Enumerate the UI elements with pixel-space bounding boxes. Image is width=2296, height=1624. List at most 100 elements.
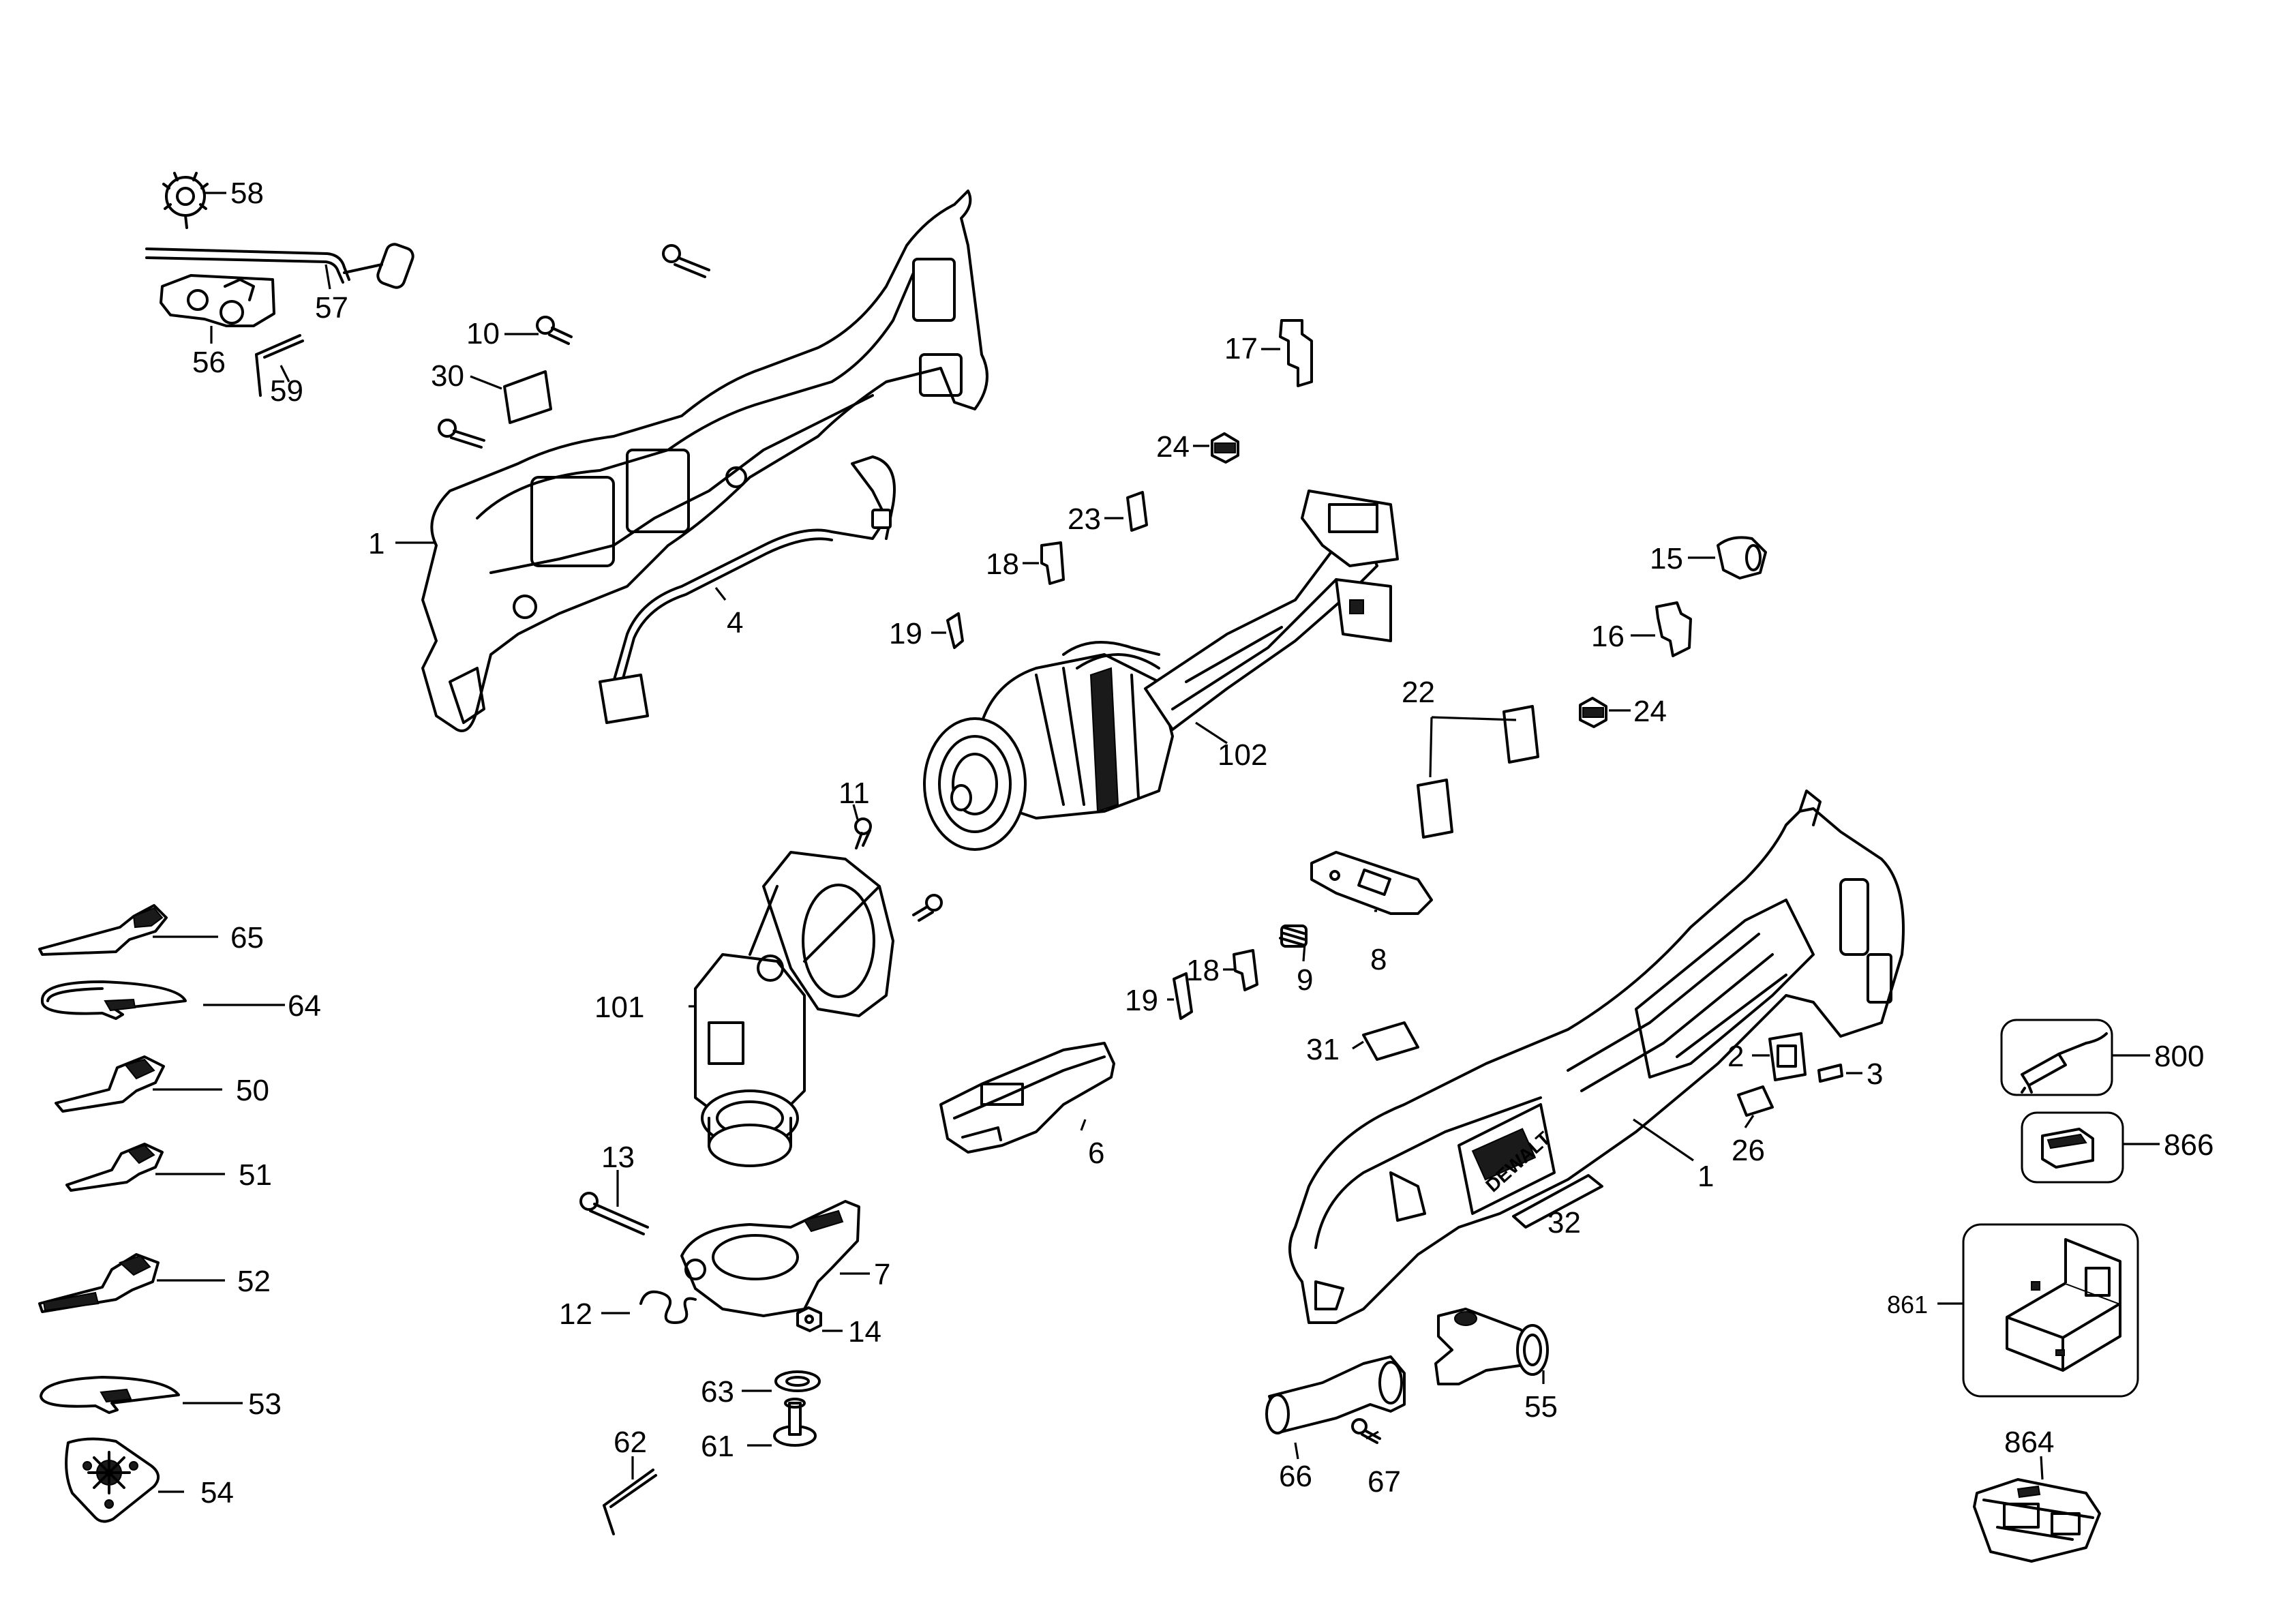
label-56: 56 [192,346,226,379]
label-59: 59 [270,374,303,408]
label-64: 64 [288,989,321,1023]
part-26-label [1737,1085,1774,1117]
part-18-bracket-top [1040,541,1065,585]
label-63: 63 [701,1375,734,1409]
part-13-pin [579,1192,649,1235]
label-31: 31 [1306,1033,1340,1066]
part-8-switch-slider [1310,851,1433,915]
part-52-blade [38,1253,160,1313]
part-56-clamp [160,274,275,327]
label-6: 6 [1088,1137,1104,1170]
screw-left [438,419,485,449]
part-54-sanding-pad [65,1437,160,1523]
part-101-gear-head [694,851,894,1167]
part-19-clip-low [1173,972,1193,1020]
label-4: 4 [727,606,743,640]
screw-top [662,244,710,278]
part-57-rod [145,243,414,289]
label-15: 15 [1650,542,1683,575]
label-9: 9 [1297,963,1313,997]
part-24-block-top [1211,432,1239,464]
label-24b: 24 [1633,695,1667,728]
part-16-clip [1655,601,1692,657]
label-17: 17 [1224,332,1258,365]
label-58: 58 [230,177,264,210]
part-31-label [1362,1021,1419,1061]
label-12: 12 [559,1297,592,1331]
label-18a: 18 [986,547,1019,581]
part-102-motor-assembly [923,490,1399,851]
part-19-clip-top [946,612,964,649]
part-65-blade [38,904,168,956]
part-50-blade [55,1055,165,1113]
screw-gearhead [912,894,943,922]
part-864-case-insert [1973,1478,2101,1563]
label-101: 101 [594,991,644,1024]
part-861-case [1962,1223,2139,1398]
leader-lines [153,192,2160,1493]
label-13: 13 [601,1141,635,1174]
label-14: 14 [848,1315,881,1349]
part-7-clamp-lever [680,1200,860,1317]
part-11-screw [854,817,872,849]
label-66: 66 [1279,1460,1312,1493]
label-23: 23 [1068,502,1101,536]
part-number-labels: 58 57 56 59 10 30 1 4 17 24 23 18 19 102… [192,177,2214,1509]
part-866-battery [2021,1111,2124,1184]
part-55-dust-port [1434,1308,1549,1385]
label-864: 864 [2004,1426,2054,1459]
part-51-blade [65,1143,164,1192]
label-52: 52 [237,1265,271,1298]
part-67-screw [1351,1418,1381,1444]
label-1a: 1 [368,527,384,560]
label-866: 866 [2164,1128,2214,1162]
part-24-block-mid [1579,697,1607,728]
part-9-spring [1279,924,1308,948]
part-22-labels [1417,705,1539,839]
part-10-screw [536,316,573,345]
part-32-label [1512,1174,1603,1229]
label-57: 57 [315,291,348,325]
label-65: 65 [230,921,264,954]
label-19b: 19 [1125,984,1158,1017]
part-59-hex-key [255,334,304,397]
label-10: 10 [466,317,500,350]
label-1b: 1 [1697,1160,1714,1193]
part-61-bolt [773,1398,817,1447]
label-50: 50 [236,1074,269,1107]
part-62-hex-key [603,1469,657,1535]
label-11: 11 [839,777,870,810]
label-54: 54 [200,1476,234,1509]
part-23-tab [1126,491,1148,532]
part-53-segment-blade [40,1376,180,1414]
label-53: 53 [248,1387,282,1421]
label-19a: 19 [889,617,922,650]
label-30: 30 [431,359,464,393]
label-2: 2 [1727,1040,1744,1073]
label-32: 32 [1547,1206,1581,1239]
part-6-battery-terminal [939,1042,1115,1154]
label-55: 55 [1524,1390,1558,1424]
part-800-charger [2000,1019,2113,1096]
label-67: 67 [1368,1465,1401,1499]
label-18b: 18 [1186,954,1220,987]
part-1-assembled-tool [1288,790,1905,1324]
part-18-bracket-low [1233,949,1258,991]
label-3: 3 [1867,1057,1883,1091]
part-2-switch-cover [1768,1032,1807,1081]
part-64-segment-blade [41,980,187,1020]
part-63-washer [774,1370,821,1392]
label-22: 22 [1402,676,1435,709]
label-62: 62 [614,1426,647,1459]
label-102: 102 [1218,738,1267,772]
part-17-clip [1279,319,1313,387]
label-61: 61 [701,1430,734,1463]
label-26: 26 [1732,1134,1765,1167]
label-51: 51 [239,1158,272,1192]
part-3-contact [1817,1064,1843,1083]
part-1-housing-half [421,190,988,732]
label-8: 8 [1370,943,1387,976]
part-15-bushing [1717,536,1767,580]
part-14-nut [796,1306,822,1332]
